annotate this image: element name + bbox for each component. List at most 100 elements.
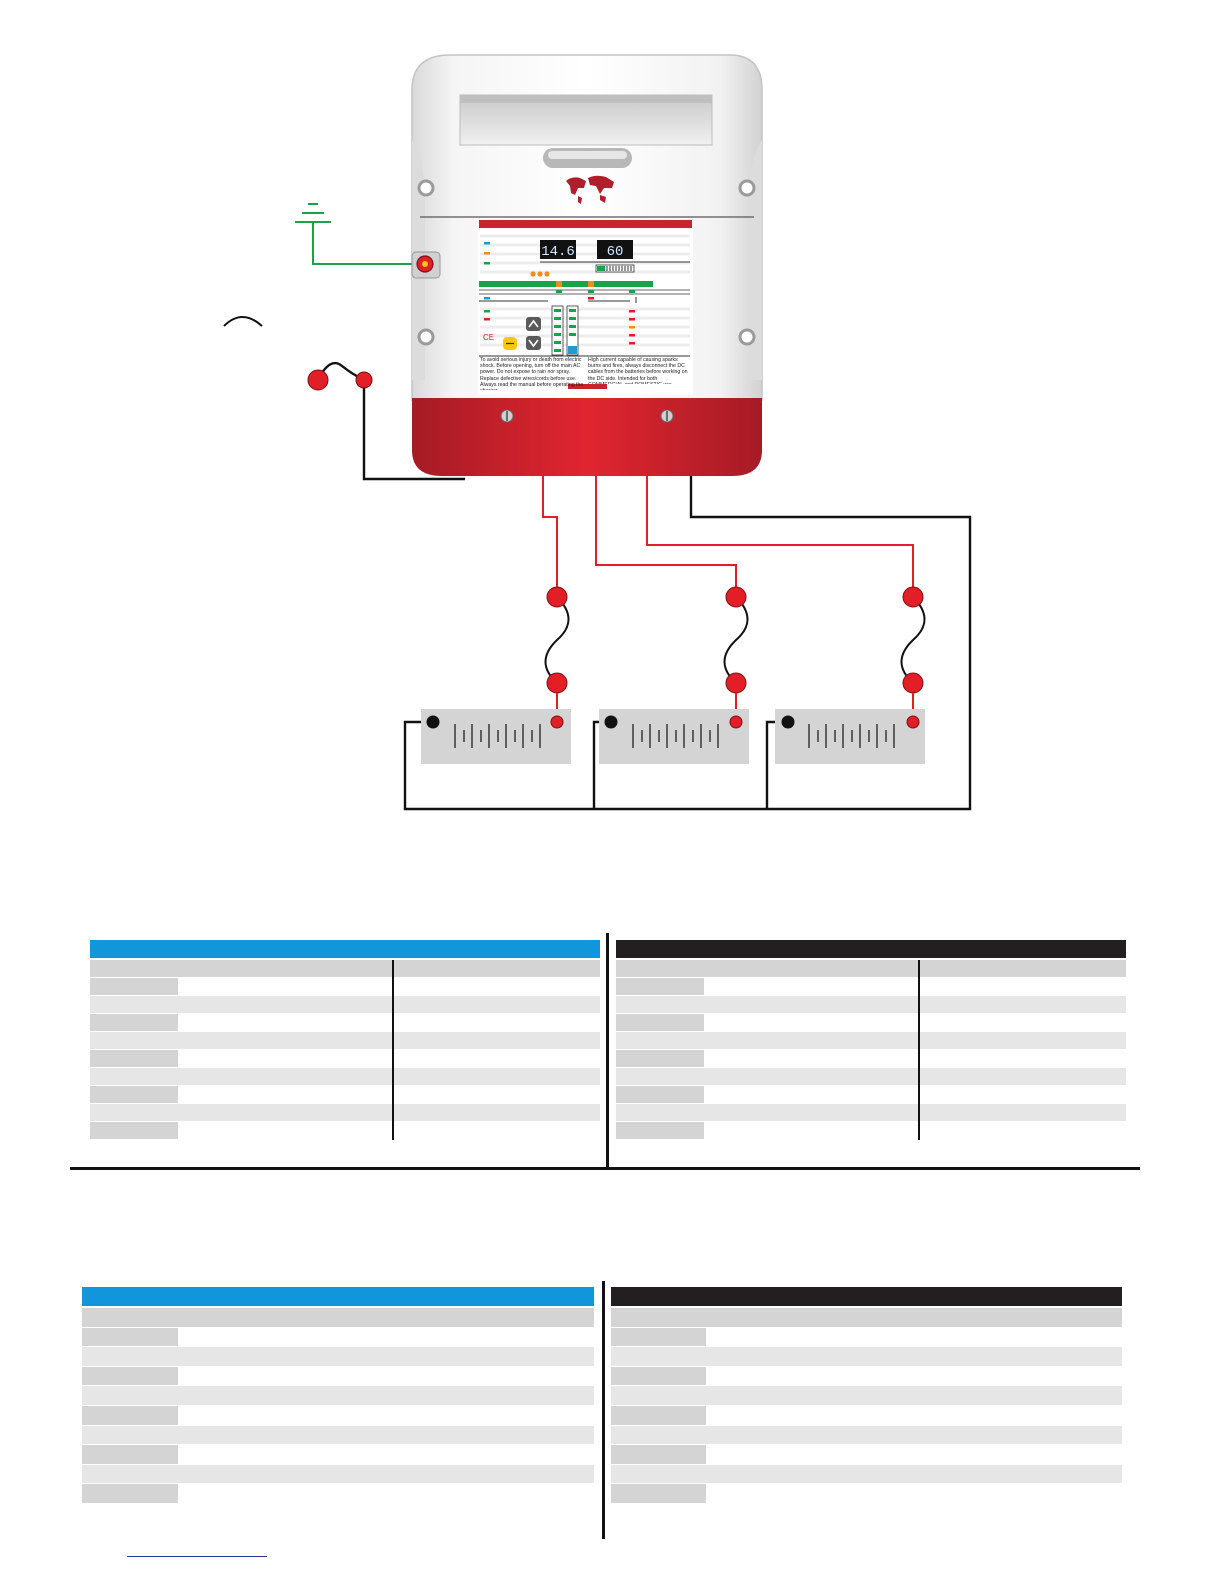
table-cell-label: [611, 1347, 706, 1366]
table-row: [611, 1327, 1122, 1347]
table-row: [90, 1050, 600, 1067]
table-cell-label: [616, 996, 704, 1013]
table-cell-label: [90, 978, 178, 995]
table-row: [82, 1366, 594, 1386]
table-cell-label: [611, 1406, 706, 1425]
table-header: [82, 1287, 594, 1306]
table-row: [90, 996, 600, 1013]
table-cell-label: [611, 1308, 706, 1327]
mount-hole: [738, 328, 756, 346]
table-row: [611, 1406, 1122, 1425]
table-cell-label: [90, 1104, 178, 1121]
table-row: [611, 1464, 1122, 1484]
table-cell-label: [611, 1445, 706, 1464]
world-map-icon: [566, 175, 614, 204]
table-row: [611, 1366, 1122, 1386]
table-header: [90, 940, 600, 958]
table-cell-label: [611, 1484, 706, 1503]
warning-text-right: High current capable of causing sparks b…: [588, 357, 688, 384]
table-cell-label: [611, 1327, 706, 1347]
table-row: [90, 1086, 600, 1103]
table-row: [616, 960, 1126, 977]
table-cell-label: [82, 1327, 178, 1347]
table-cell-label: [82, 1366, 178, 1386]
voltage-display: 14.6: [540, 240, 576, 260]
table-column-divider: [392, 960, 394, 1140]
table-cell-label: [82, 1425, 178, 1445]
table-cell-label: [611, 1464, 706, 1484]
battery: [599, 709, 749, 764]
mount-hole: [738, 179, 756, 197]
table-cell-label: [82, 1386, 178, 1405]
up-arrow-icon[interactable]: [526, 317, 541, 331]
table-divider: [602, 1281, 605, 1539]
table-row: [616, 1122, 1126, 1139]
table-row: [82, 1445, 594, 1464]
level-bar: [595, 264, 635, 273]
table-row: [616, 1032, 1126, 1049]
enter-button[interactable]: [503, 337, 517, 350]
table-row: [616, 1068, 1126, 1085]
table-divider: [606, 933, 609, 1168]
table-row: [616, 1086, 1126, 1103]
dc-output-wiring: [403, 476, 972, 811]
table-row: [90, 1122, 600, 1139]
ground-icon: [295, 203, 331, 223]
table-row: [90, 960, 600, 977]
ac-terminal: [307, 369, 329, 391]
ac-arc: [223, 316, 263, 327]
fuse: [723, 586, 749, 722]
table-row: [82, 1386, 594, 1405]
table-cell-label: [82, 1464, 178, 1484]
table-row: [611, 1308, 1122, 1327]
mount-hole: [417, 328, 435, 346]
table-cell-label: [82, 1484, 178, 1503]
mount-hole: [417, 179, 435, 197]
fuse: [900, 586, 926, 722]
screw: [500, 409, 514, 423]
down-arrow-icon[interactable]: [526, 336, 541, 350]
table-cell-label: [90, 1050, 178, 1067]
battery: [775, 709, 925, 764]
table-row: [616, 1014, 1126, 1031]
table-cell-label: [82, 1347, 178, 1366]
table-row: [90, 978, 600, 995]
battery: [421, 709, 571, 764]
footer-link-line: [127, 1556, 267, 1557]
table-cell-label: [611, 1425, 706, 1445]
table-cell-label: [90, 996, 178, 1013]
table-cell-label: [616, 960, 704, 977]
table-cell-label: [82, 1406, 178, 1425]
table-row: [616, 978, 1126, 995]
table-cell-label: [611, 1366, 706, 1386]
table-row: [611, 1425, 1122, 1445]
table-cell-label: [90, 1122, 178, 1139]
ce-mark-icon: CE: [483, 333, 494, 342]
table-cell-label: [82, 1445, 178, 1464]
screw: [660, 409, 674, 423]
table-cell-label: [82, 1308, 178, 1327]
table-row: [82, 1464, 594, 1484]
table-rule: [70, 1167, 1140, 1170]
control-panel: 14.6 60 C: [478, 220, 693, 395]
table-header: [616, 940, 1126, 958]
table-header: [611, 1287, 1122, 1306]
table-row: [82, 1327, 594, 1347]
table-cell-label: [616, 1086, 704, 1103]
table-row: [611, 1347, 1122, 1366]
table-row: [611, 1445, 1122, 1464]
table-row: [90, 1104, 600, 1121]
fuse: [544, 586, 570, 722]
table-row: [90, 1032, 600, 1049]
table-cell-label: [611, 1386, 706, 1405]
table-row: [90, 1068, 600, 1085]
table-cell-label: [616, 1068, 704, 1085]
table-cell-label: [90, 1032, 178, 1049]
table-cell-label: [90, 1068, 178, 1085]
table-row: [616, 996, 1126, 1013]
table-row: [616, 1104, 1126, 1121]
table-row: [82, 1406, 594, 1425]
status-leds: [530, 271, 550, 277]
voltage-readout: 14.6: [541, 244, 575, 260]
